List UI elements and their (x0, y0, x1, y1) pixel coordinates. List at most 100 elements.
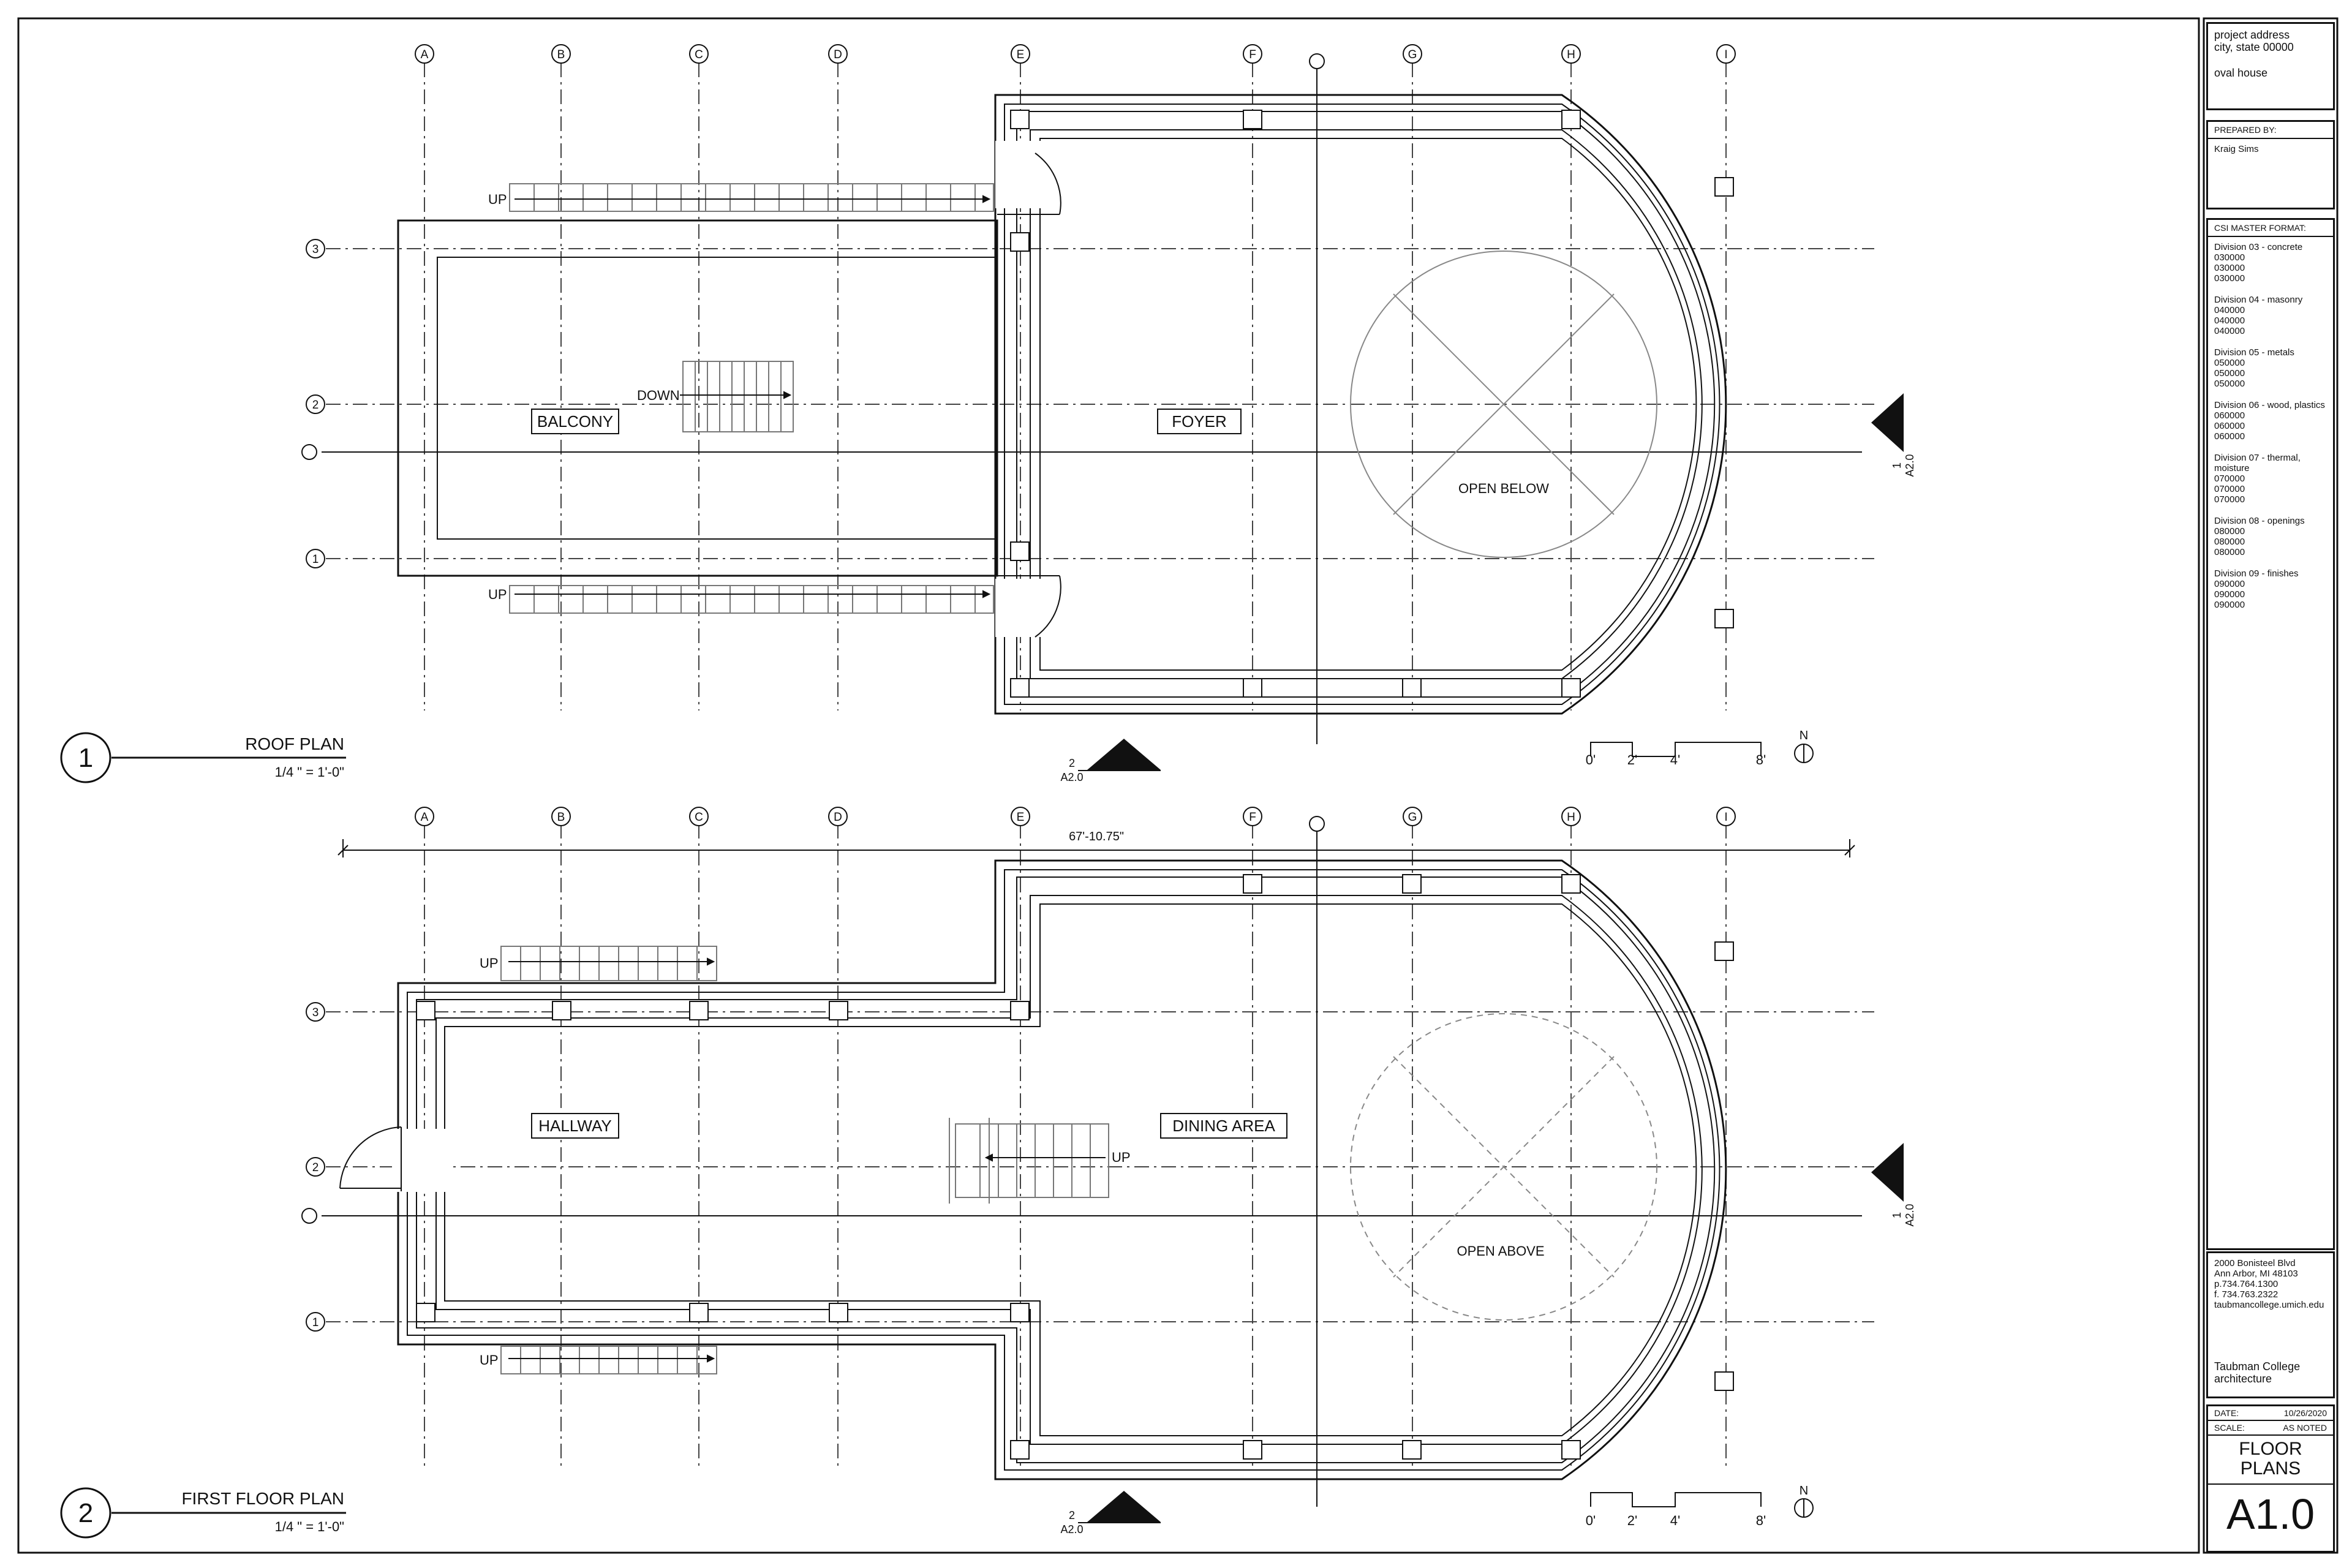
grid-column-bubble-label: G (1408, 48, 1417, 61)
svg-text:N: N (1800, 729, 1808, 742)
svg-text:A2.0: A2.0 (1060, 1523, 1083, 1536)
csi-division: Division 09 - finishes 090000 090000 090… (2214, 568, 2299, 610)
open-below-note: OPEN BELOW (1458, 481, 1549, 496)
section-mark-south-roof: 2 A2.0 (1060, 739, 1161, 783)
scale-bar-roof: 0' 2' 4' 8' (1586, 742, 1766, 767)
grid-column-bubble-label: D (834, 48, 842, 61)
date-label: DATE: (2214, 1408, 2239, 1418)
grid-column-bubble (828, 44, 848, 64)
grid-column-bubble-label: B (557, 48, 565, 61)
title-block-project: project address city, state 00000 oval h… (2206, 22, 2335, 110)
grid-column-bubble (1011, 44, 1030, 64)
grid-column-bubble (1403, 807, 1422, 826)
section-mark-east-floor: 1 A2.0 (1871, 1143, 1916, 1227)
svg-text:8': 8' (1756, 1513, 1766, 1528)
room-dining-area: DINING AREA (1172, 1117, 1275, 1135)
roof-plan (322, 60, 1874, 744)
scale-label: SCALE: (2214, 1423, 2245, 1433)
grid-row-bubble (306, 239, 325, 258)
svg-text:N: N (1800, 1484, 1808, 1498)
grid-column-bubble (415, 44, 434, 64)
grid-column-bubble (1561, 807, 1581, 826)
first-floor-plan-title-mark: 2 FIRST FLOOR PLAN 1/4 " = 1'-0" (60, 1487, 346, 1539)
grid-row-bubble (306, 1002, 325, 1022)
grid-column-bubble (1716, 44, 1736, 64)
overall-dimension: 67'-10.75" (1069, 830, 1124, 843)
grid-column-bubble-label: E (1017, 811, 1025, 824)
csi-division: Division 04 - masonry 040000 040000 0400… (2214, 295, 2303, 336)
grid-column-bubble-label: I (1724, 811, 1727, 824)
csi-division: Division 03 - concrete 030000 030000 030… (2214, 242, 2303, 284)
grid-column-bubble-label: F (1249, 48, 1256, 61)
grid-column-bubble (1011, 807, 1030, 826)
grid-column-bubble-label: H (1567, 48, 1575, 61)
roof-plan-number: 1 (78, 743, 93, 773)
svg-text:2: 2 (1069, 1509, 1075, 1521)
open-above-note: OPEN ABOVE (1457, 1243, 1544, 1259)
roof-stair-up-bottom: UP (488, 587, 507, 602)
room-hallway: HALLWAY (538, 1117, 611, 1135)
date-value: 10/26/2020 (2283, 1408, 2327, 1418)
svg-text:1: 1 (1891, 462, 1903, 469)
first-floor-plan-title: FIRST FLOOR PLAN (181, 1489, 344, 1508)
date-row: DATE: 10/26/2020 (2208, 1406, 2333, 1421)
svg-text:4': 4' (1670, 1513, 1680, 1528)
reference-marker-floor (301, 816, 1325, 1224)
title-block-sheet-info: DATE: 10/26/2020 SCALE: AS NOTED FLOOR P… (2206, 1404, 2335, 1553)
grid-column-bubble (1561, 44, 1581, 64)
prepared-by-label: PREPARED BY: (2208, 122, 2333, 139)
grid-column-bubble-label: A (421, 48, 429, 61)
roof-plan-title-mark: 1 ROOF PLAN 1/4 " = 1'-0" (60, 732, 346, 783)
north-arrow-floor: N (1794, 1484, 1814, 1518)
grid-column-bubble-label: B (557, 811, 565, 824)
svg-text:8': 8' (1756, 752, 1766, 767)
grid-column-bubble-label: C (695, 48, 703, 61)
prepared-by-name: Kraig Sims (2214, 144, 2259, 154)
grid-column-bubble (1243, 807, 1262, 826)
svg-text:0': 0' (1586, 1513, 1596, 1528)
grid-column-bubble-label: I (1724, 48, 1727, 61)
first-floor-plan-scale: 1/4 " = 1'-0" (275, 1519, 344, 1534)
grid-row-bubble (306, 1157, 325, 1177)
grid-row-bubble-label: 2 (312, 1161, 319, 1174)
grid-column-bubble-label: E (1017, 48, 1025, 61)
svg-text:A2.0: A2.0 (1904, 454, 1916, 477)
roof-stair-down: DOWN (637, 388, 680, 403)
svg-text:2': 2' (1627, 752, 1637, 767)
title-block-prepared-by: PREPARED BY: Kraig Sims (2206, 120, 2335, 209)
floor-stair-up-top: UP (480, 956, 499, 971)
first-floor-plan-number: 2 (78, 1498, 93, 1528)
grid-column-bubble (689, 807, 709, 826)
grid-column-bubble (551, 44, 571, 64)
svg-text:0': 0' (1586, 752, 1596, 767)
north-arrow-roof: N (1794, 729, 1814, 763)
svg-text:2: 2 (1069, 757, 1075, 769)
grid-column-bubble-label: F (1249, 811, 1256, 824)
grid-row-bubble-label: 1 (312, 1316, 319, 1329)
svg-text:A2.0: A2.0 (1904, 1204, 1916, 1226)
school-name-line2: architecture (2214, 1373, 2272, 1385)
sheet-title-line1: FLOOR (2239, 1439, 2302, 1459)
floor-stair-up-middle: UP (1112, 1150, 1131, 1165)
grid-column-bubble (551, 807, 571, 826)
svg-text:2': 2' (1627, 1513, 1637, 1528)
roof-plan-scale: 1/4 " = 1'-0" (275, 764, 344, 780)
grid-row-bubble-label: 3 (312, 1006, 319, 1019)
roof-stair-up-top: UP (488, 192, 507, 207)
roof-plan-title: ROOF PLAN (245, 734, 344, 753)
school-address-line: 2000 Bonisteel Blvd (2214, 1258, 2296, 1268)
scale-row: SCALE: AS NOTED (2208, 1421, 2333, 1436)
svg-text:A2.0: A2.0 (1060, 771, 1083, 783)
project-address-line2: city, state 00000 (2214, 41, 2294, 53)
project-name: oval house (2214, 67, 2268, 79)
sheet-title-line2: PLANS (2240, 1458, 2301, 1479)
grid-column-bubble (1716, 807, 1736, 826)
sheet-title-box: FLOOR PLANS (2208, 1436, 2333, 1485)
grid-column-bubble (1403, 44, 1422, 64)
first-floor-plan (322, 821, 1874, 1507)
room-foyer: FOYER (1172, 412, 1227, 431)
csi-division: Division 05 - metals 050000 050000 05000… (2214, 347, 2294, 389)
scale-value: AS NOTED (2283, 1423, 2327, 1433)
grid-column-bubble-label: D (834, 811, 842, 824)
